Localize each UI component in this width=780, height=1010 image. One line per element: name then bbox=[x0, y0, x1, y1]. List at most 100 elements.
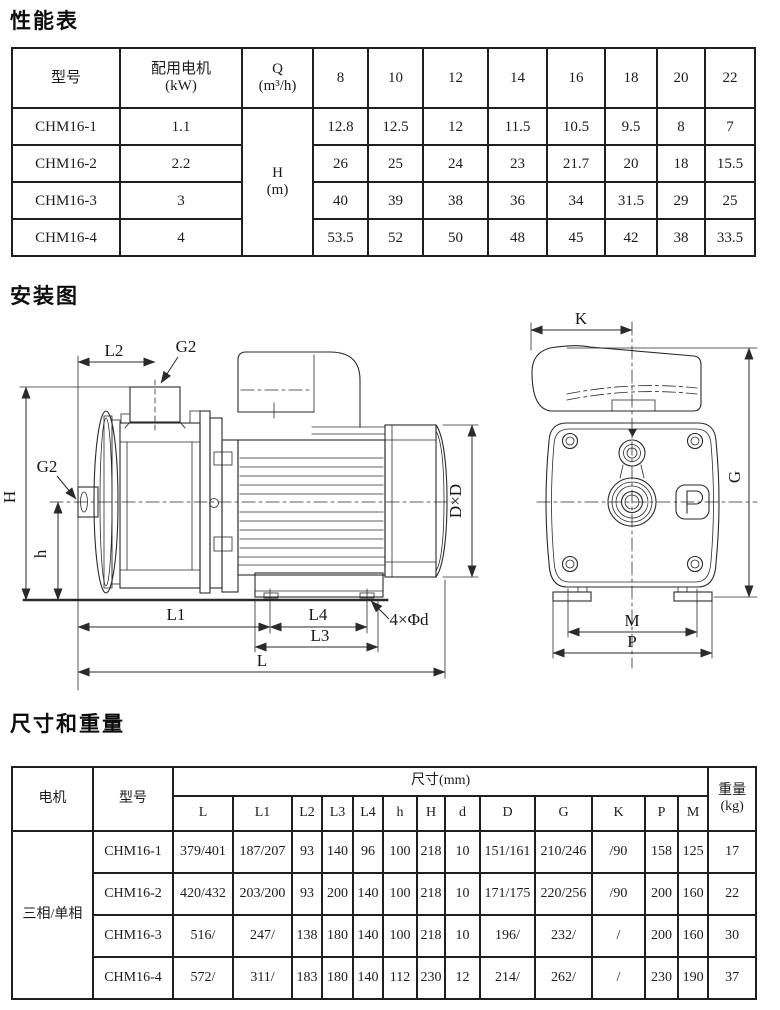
dim-row: CHM16-3 516/ 247/ 138 180 140 100 218 10… bbox=[12, 914, 758, 958]
dim-value-cell: 230 bbox=[416, 956, 446, 1000]
brand-logo-icon bbox=[675, 484, 710, 520]
perf-model-cell: CHM16-1 bbox=[11, 107, 121, 146]
dim-size-col: M bbox=[676, 795, 710, 832]
perf-value-cell: 25 bbox=[704, 181, 756, 220]
perf-value-cell: 53.5 bbox=[312, 218, 369, 257]
perf-row: CHM16-2 2.2 26 25 24 23 21.7 20 18 15.5 bbox=[11, 144, 756, 183]
motor-body bbox=[237, 426, 386, 576]
dim-value-cell: 10 bbox=[444, 830, 481, 874]
side-view-dimensions: H h L2 G2 G2 D×D L1 L4 bbox=[0, 337, 479, 691]
dim-size-col: L4 bbox=[352, 795, 384, 832]
dim-value-cell: 210/246 bbox=[534, 830, 593, 874]
dim-value-cell: 100 bbox=[382, 872, 418, 916]
perf-head-line1: H bbox=[272, 164, 283, 181]
dim-weight-cell: 30 bbox=[707, 914, 758, 958]
dim-value-cell: 171/175 bbox=[479, 872, 536, 916]
dim-size-col: L bbox=[172, 795, 234, 832]
perf-power-cell: 3 bbox=[119, 181, 243, 220]
dim-value-cell: 203/200 bbox=[232, 872, 293, 916]
front-view-dimensions: K G M P bbox=[530, 309, 758, 659]
dim-value-cell: 420/432 bbox=[172, 872, 234, 916]
dim-size-col: K bbox=[591, 795, 646, 832]
dim-value-cell: 125 bbox=[676, 830, 710, 874]
perf-value-cell: 38 bbox=[422, 181, 489, 220]
fan-cover bbox=[384, 424, 448, 578]
dim-value-cell: 100 bbox=[382, 830, 418, 874]
dim-value-cell: /90 bbox=[591, 830, 646, 874]
pump-end-cap bbox=[77, 410, 121, 594]
perf-flow-col: 14 bbox=[487, 47, 548, 109]
dim-label-h: h bbox=[31, 549, 50, 558]
perf-head-line2: (m) bbox=[266, 182, 289, 198]
perf-value-cell: 40 bbox=[312, 181, 369, 220]
dim-header-row-1: 电机 型号 尺寸(mm) 重量 (kg) bbox=[11, 766, 758, 832]
perf-value-cell: 12.8 bbox=[312, 107, 369, 146]
perf-value-cell: 48 bbox=[487, 218, 548, 257]
dim-value-cell: 180 bbox=[321, 956, 354, 1000]
dim-value-cell: 516/ bbox=[172, 914, 234, 958]
perf-value-cell: 15.5 bbox=[704, 144, 756, 183]
dim-label-K: K bbox=[575, 309, 588, 328]
dim-value-cell: 180 bbox=[321, 914, 354, 958]
dim-value-cell: 218 bbox=[416, 872, 446, 916]
dim-label-G: G bbox=[725, 471, 744, 483]
perf-header-row: 型号 配用电机 (kW) Q (m³/h) 8 10 12 14 16 18 2… bbox=[11, 47, 756, 109]
dim-value-cell: 160 bbox=[676, 872, 710, 916]
perf-flow-col: 18 bbox=[604, 47, 658, 109]
dimensions-section-title: 尺寸和重量 bbox=[10, 713, 125, 736]
dim-weight-cell: 17 bbox=[707, 830, 758, 874]
dim-value-cell: 183 bbox=[291, 956, 323, 1000]
dim-value-cell: 93 bbox=[291, 872, 323, 916]
dim-label-L4: L4 bbox=[309, 605, 328, 624]
dim-label-L2: L2 bbox=[105, 341, 124, 360]
dim-value-cell: 572/ bbox=[172, 956, 234, 1000]
dim-label-P: P bbox=[627, 632, 636, 651]
dim-label-holes: 4×Φd bbox=[389, 610, 429, 629]
dimension-table: 电机 型号 尺寸(mm) 重量 (kg) L L1 L2 L3 L4 h H d… bbox=[11, 766, 758, 1000]
dim-label-DxD: D×D bbox=[446, 484, 465, 518]
perf-header-motor-line1: 配用电机 bbox=[150, 60, 211, 77]
dim-value-cell: 218 bbox=[416, 914, 446, 958]
dim-header-weight-line2: (kg) bbox=[720, 799, 744, 814]
dim-label-L: L bbox=[257, 651, 267, 670]
vent-arrow-icon bbox=[628, 429, 637, 437]
dim-row: CHM16-2 420/432 203/200 93 200 140 100 2… bbox=[12, 872, 758, 916]
dim-value-cell: 140 bbox=[352, 872, 384, 916]
dim-label-G2-left: G2 bbox=[37, 457, 58, 476]
installation-section-title: 安装图 bbox=[10, 285, 79, 308]
dim-value-cell: 247/ bbox=[232, 914, 293, 958]
perf-value-cell: 36 bbox=[487, 181, 548, 220]
perf-value-cell: 18 bbox=[656, 144, 706, 183]
dim-label-M: M bbox=[624, 611, 639, 630]
dim-value-cell: 232/ bbox=[534, 914, 593, 958]
perf-flow-col: 10 bbox=[367, 47, 424, 109]
dim-value-cell: 218 bbox=[416, 830, 446, 874]
perf-row: CHM16-3 3 40 39 38 36 34 31.5 29 25 bbox=[11, 181, 756, 220]
dim-value-cell: 158 bbox=[644, 830, 679, 874]
perf-model-cell: CHM16-4 bbox=[11, 218, 121, 257]
dim-model-cell: CHM16-4 bbox=[92, 956, 174, 1000]
perf-model-cell: CHM16-3 bbox=[11, 181, 121, 220]
perf-value-cell: 31.5 bbox=[604, 181, 658, 220]
perf-flow-col: 22 bbox=[704, 47, 756, 109]
perf-value-cell: 10.5 bbox=[546, 107, 606, 146]
dim-model-cell: CHM16-1 bbox=[92, 830, 174, 874]
perf-head-unit-cell: H (m) bbox=[241, 107, 314, 257]
perf-header-q-line1: Q bbox=[272, 60, 283, 77]
dim-value-cell: 200 bbox=[644, 914, 679, 958]
terminal-box-side bbox=[237, 351, 361, 428]
perf-flow-col: 16 bbox=[546, 47, 606, 109]
dim-motor-type-cell: 三相/单相 bbox=[11, 830, 94, 1000]
perf-value-cell: 52 bbox=[367, 218, 424, 257]
dim-value-cell: 262/ bbox=[534, 956, 593, 1000]
dim-header-weight-line1: 重量 bbox=[718, 782, 747, 798]
dim-value-cell: 160 bbox=[676, 914, 710, 958]
discharge-port bbox=[124, 379, 186, 431]
perf-value-cell: 8 bbox=[656, 107, 706, 146]
dim-label-L3: L3 bbox=[311, 626, 330, 645]
dim-value-cell: 200 bbox=[321, 872, 354, 916]
perf-power-cell: 1.1 bbox=[119, 107, 243, 146]
performance-section-title: 性能表 bbox=[10, 10, 79, 33]
dim-weight-cell: 22 bbox=[707, 872, 758, 916]
dim-value-cell: 311/ bbox=[232, 956, 293, 1000]
